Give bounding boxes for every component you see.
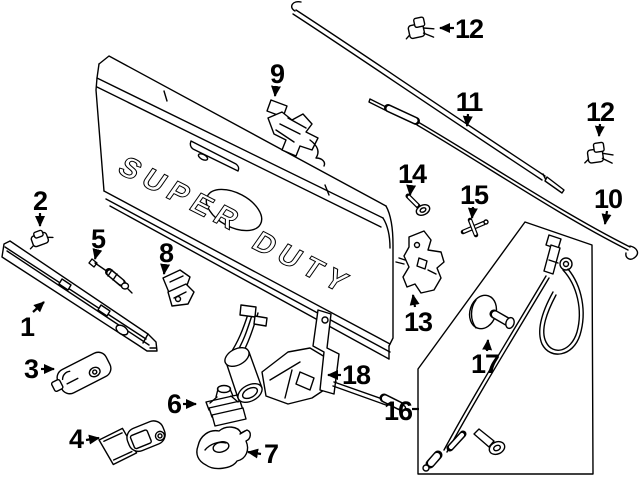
callout-7-label: 7 <box>264 439 278 469</box>
callout-10-label: 10 <box>594 184 622 214</box>
callout-12a: 12 <box>439 14 484 44</box>
part-4-hinge <box>98 420 166 466</box>
callout-11-label: 11 <box>456 87 484 117</box>
part-2-clip <box>29 229 54 250</box>
callout-13-label: 13 <box>404 307 433 337</box>
callout-11: 11 <box>456 87 484 127</box>
part-15-stud <box>460 217 489 238</box>
callout-8-label: 8 <box>159 238 174 268</box>
callout-14-arrow <box>406 184 417 196</box>
callout-12b-label: 12 <box>586 97 614 127</box>
callout-16: 16 <box>384 396 419 426</box>
callout-12b: 12 <box>586 97 615 137</box>
callout-15: 15 <box>460 180 490 219</box>
callout-1-label: 1 <box>20 312 35 342</box>
part-3-striker-plate <box>50 351 112 395</box>
callout-2-label: 2 <box>33 186 47 216</box>
callout-6: 6 <box>167 389 197 419</box>
callout-10: 10 <box>594 184 623 225</box>
part-16-cable-kit-box <box>417 221 594 475</box>
part-12-clip-right <box>584 141 614 164</box>
callout-5: 5 <box>91 224 107 260</box>
callout-9-label: 9 <box>270 59 285 89</box>
callout-10-arrow <box>601 210 612 225</box>
part-18-lock-actuator <box>224 304 407 412</box>
callout-7: 7 <box>247 439 279 469</box>
callout-16-label: 16 <box>384 396 413 426</box>
callout-8-arrow <box>160 263 171 275</box>
callout-8: 8 <box>159 238 175 275</box>
part-17-grommet <box>468 294 515 330</box>
callout-9: 9 <box>270 59 286 97</box>
callout-14: 14 <box>398 159 428 196</box>
callout-17: 17 <box>471 339 500 379</box>
part-10-cable <box>368 98 639 260</box>
callout-15-arrow <box>467 206 478 219</box>
callout-17-label: 17 <box>471 349 499 379</box>
callout-5-arrow <box>92 248 103 260</box>
callout-17-arrow <box>482 339 493 352</box>
callout-1-arrow <box>32 301 45 313</box>
callout-12a-label: 12 <box>455 14 483 44</box>
callout-4-arrow <box>85 434 100 445</box>
part-12-clip-top <box>405 16 435 40</box>
part-8-striker <box>162 269 195 307</box>
callout-1: 1 <box>20 301 45 342</box>
embossed-text-super: SUPER <box>112 151 251 239</box>
callout-7-arrow <box>247 448 262 459</box>
part-14-pin <box>405 193 431 216</box>
callout-9-arrow <box>271 85 281 97</box>
part-6-bumper <box>205 384 247 427</box>
part-7-bracket <box>196 426 251 470</box>
ford-oval-emblem <box>205 188 263 232</box>
part-11-cable <box>291 0 565 194</box>
callout-3-label: 3 <box>24 354 39 384</box>
callout-4-label: 4 <box>69 424 84 454</box>
part-13-latch <box>395 230 445 294</box>
callout-13: 13 <box>404 294 434 337</box>
callout-18-label: 18 <box>342 360 371 390</box>
callout-11-arrow <box>462 113 473 127</box>
callout-18: 18 <box>327 360 372 390</box>
part-1-moulding-bar <box>1 240 158 352</box>
callout-2: 2 <box>33 186 48 227</box>
callout-13-arrow <box>409 294 420 308</box>
callout-4: 4 <box>69 424 100 454</box>
callout-5-label: 5 <box>91 224 106 254</box>
callout-15-label: 15 <box>460 180 489 210</box>
part-5-sensor <box>88 258 133 294</box>
callout-3: 3 <box>24 354 55 384</box>
callout-14-label: 14 <box>398 159 427 189</box>
part-9-latch <box>266 99 326 167</box>
callout-6-label: 6 <box>167 389 182 419</box>
callout-12b-arrow <box>594 123 605 137</box>
